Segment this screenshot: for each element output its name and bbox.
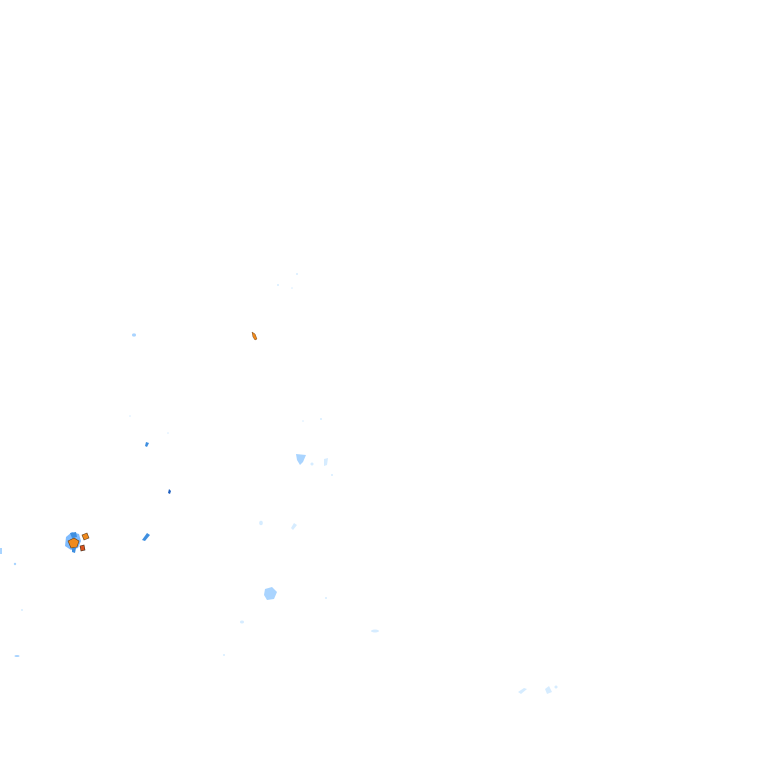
- echo-speck: [291, 287, 293, 289]
- echo-cell: [72, 548, 76, 553]
- echo-cell: [324, 458, 328, 466]
- echo-cell: [518, 688, 527, 694]
- echo-cell: [145, 442, 149, 447]
- storm-cluster: [65, 532, 90, 553]
- echo-speck: [223, 654, 225, 656]
- echo-cell: [310, 462, 314, 466]
- echo-cell: [0, 548, 2, 554]
- echo-cell-orange: [67, 537, 80, 549]
- echo-cell: [371, 629, 379, 633]
- echo-speck: [13, 562, 17, 566]
- echo-speck: [129, 415, 131, 417]
- echo-cell-orange: [251, 331, 258, 341]
- echo-cell: [264, 587, 277, 600]
- echo-cell: [168, 489, 171, 494]
- echo-cell: [142, 533, 150, 541]
- echo-speck: [277, 284, 279, 286]
- echo-cell: [259, 520, 263, 526]
- echo-speck: [21, 609, 23, 611]
- echo-cell: [554, 685, 558, 689]
- echo-speck: [325, 597, 327, 599]
- echo-speck: [296, 273, 298, 275]
- echo-speck: [167, 432, 169, 434]
- echo-speck: [302, 420, 304, 422]
- echo-cell: [291, 523, 297, 530]
- echo-cell: [545, 686, 552, 694]
- echo-cell: [14, 655, 20, 657]
- echo-cell: [296, 454, 306, 465]
- echo-cell-orange: [81, 532, 90, 541]
- echo-speck: [331, 474, 333, 476]
- echo-cell: [70, 532, 77, 538]
- echo-cell: [132, 333, 136, 337]
- echo-speck: [320, 418, 322, 420]
- echo-cell-orange: [79, 544, 86, 552]
- echo-cell: [240, 620, 244, 624]
